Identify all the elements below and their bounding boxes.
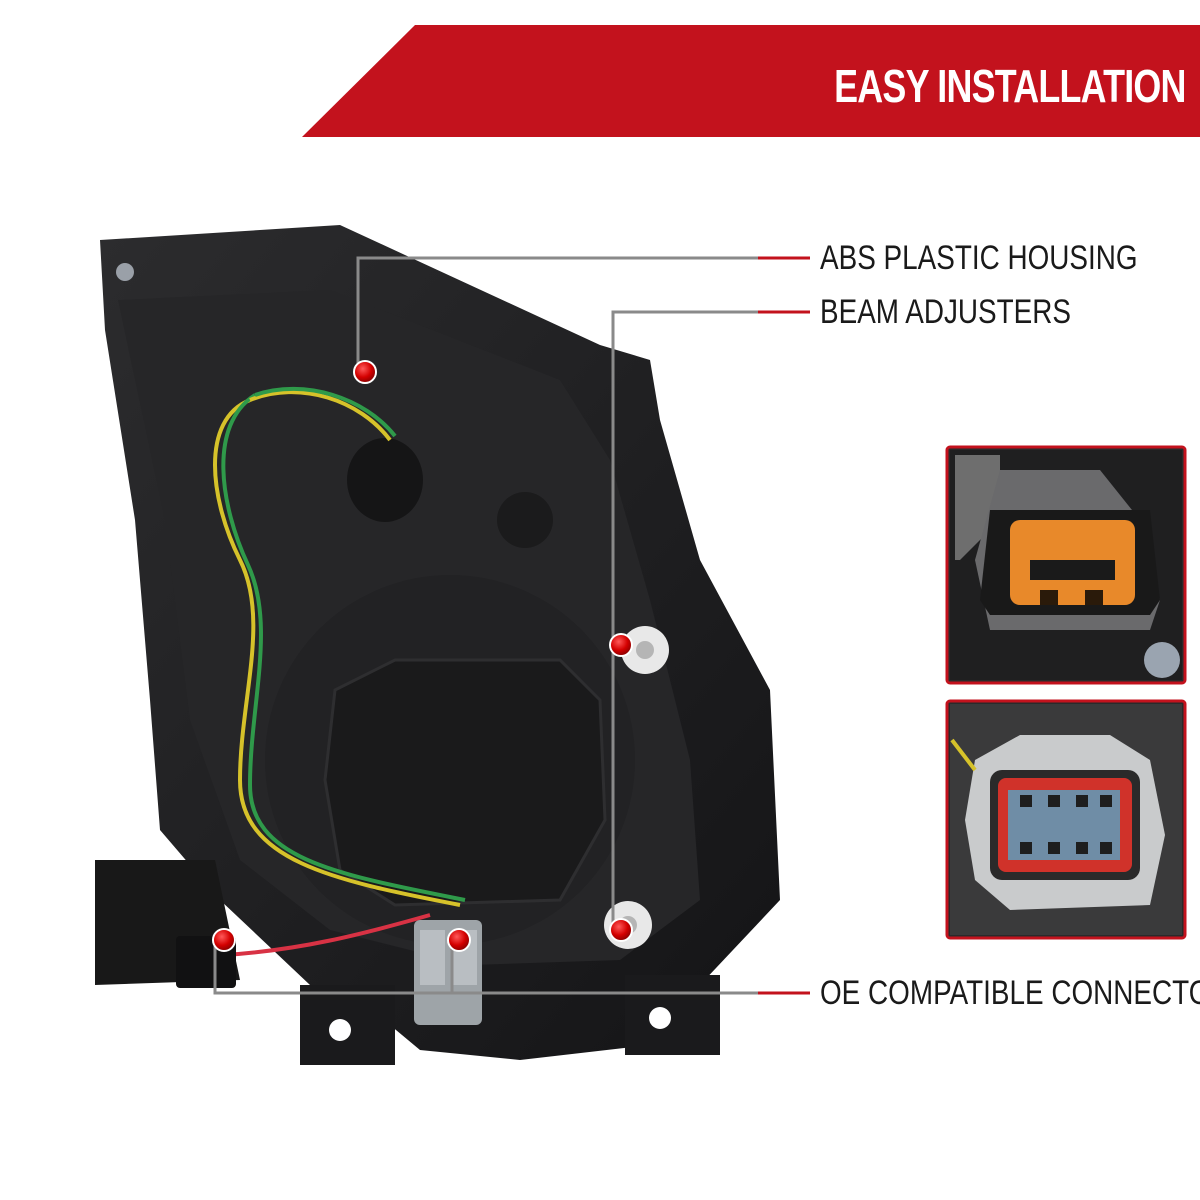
header-banner: [302, 25, 1200, 137]
connector-closeup-bottom: [945, 699, 1187, 940]
callout-abs-plastic-housing: ABS PLASTIC HOUSING: [820, 239, 1138, 277]
connector-closeup-top: [945, 445, 1187, 685]
marker-dot: [609, 918, 633, 942]
callout-oe-compatible-connectors: OE COMPATIBLE CONNECTORS: [820, 974, 1200, 1012]
headlight-housing: [95, 225, 780, 1065]
banner-title: EASY INSTALLATION: [834, 60, 1186, 112]
leader-lines: [213, 256, 810, 995]
marker-dot: [212, 928, 236, 952]
leader-line-oe: [213, 940, 808, 995]
marker-dot: [353, 360, 377, 384]
leader-line-abs: [356, 256, 808, 370]
marker-dots: [212, 360, 633, 952]
leader-line-beam: [611, 310, 808, 928]
marker-dot: [447, 928, 471, 952]
callout-beam-adjusters: BEAM ADJUSTERS: [820, 293, 1071, 331]
marker-dot: [609, 633, 633, 657]
